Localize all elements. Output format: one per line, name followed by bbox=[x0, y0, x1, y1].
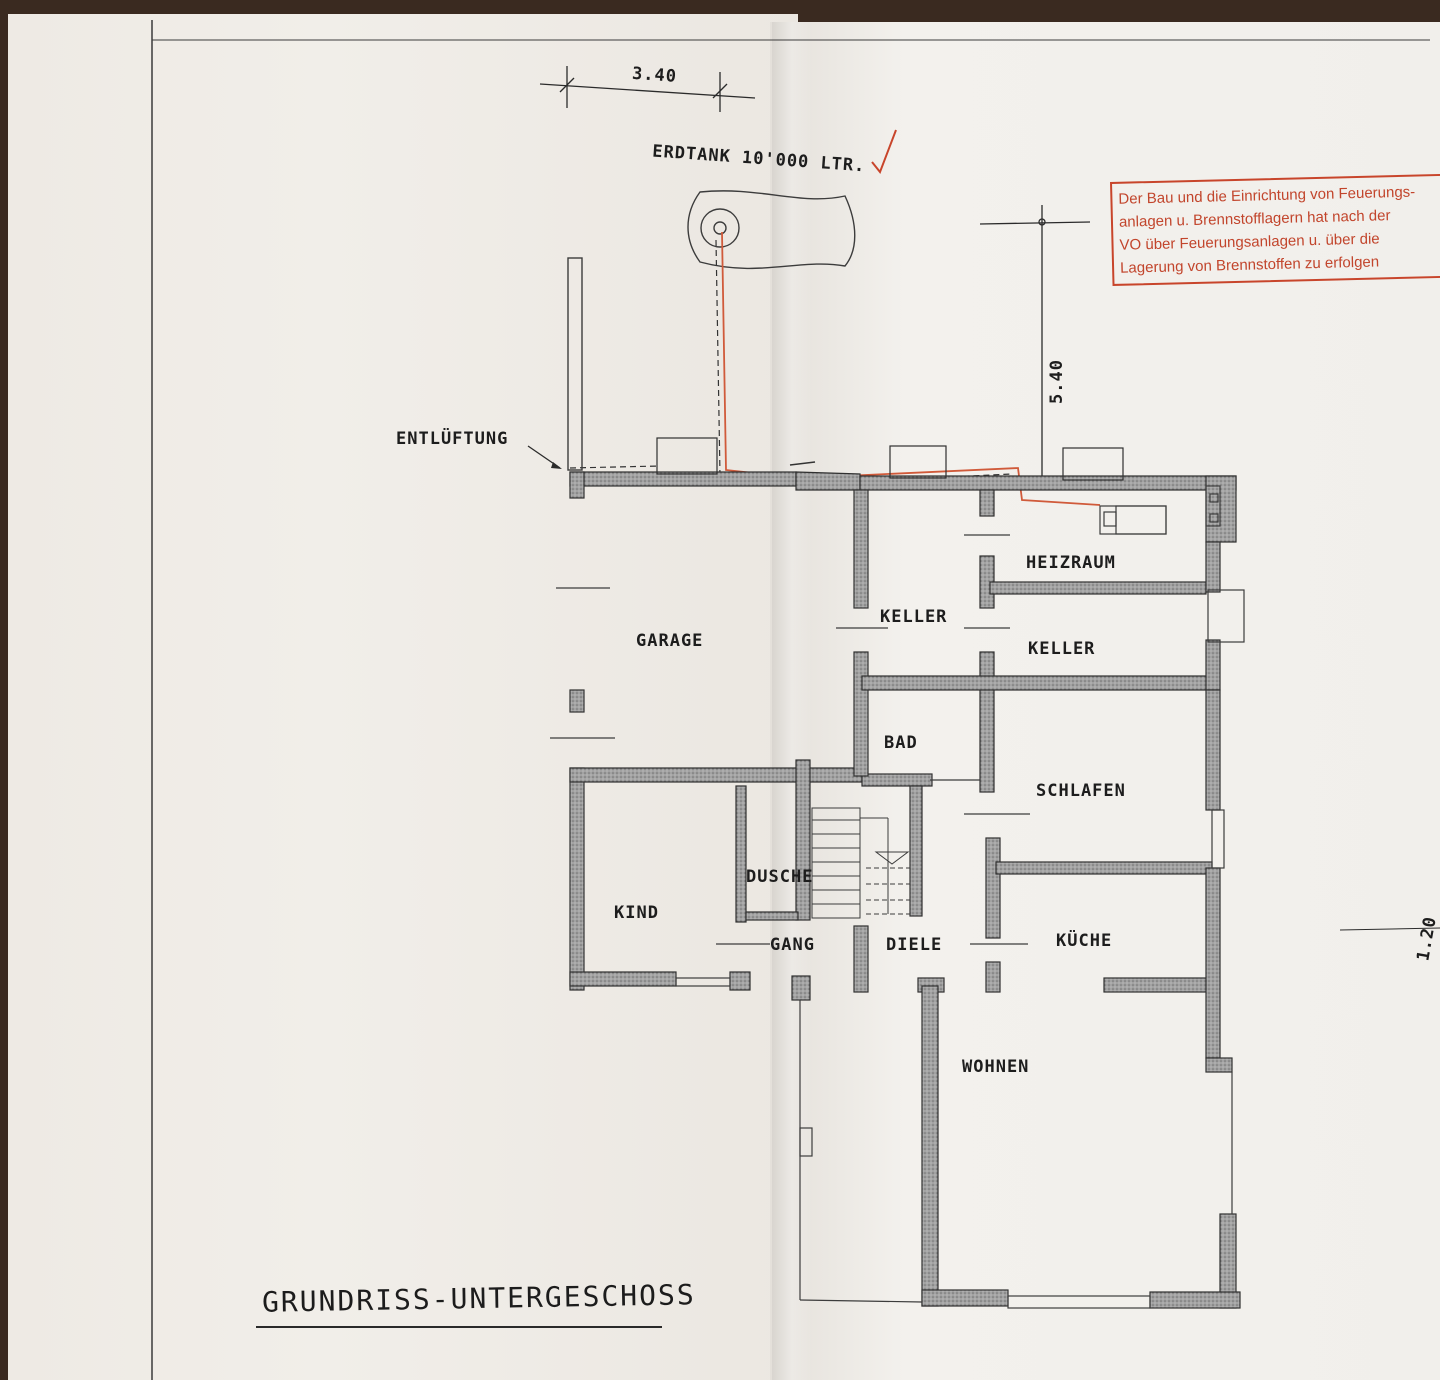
walls bbox=[569, 437, 1241, 1309]
arrow-head-icon bbox=[551, 462, 562, 469]
room-label-bedroom: SCHLAFEN bbox=[1036, 781, 1126, 801]
stairs bbox=[811, 807, 910, 919]
window-openings bbox=[675, 485, 1245, 1309]
room-label-living: WOHNEN bbox=[962, 1057, 1029, 1077]
oil-tank bbox=[687, 190, 856, 270]
paper-sheet-right bbox=[770, 22, 1440, 1380]
room-label-shower: DUSCHE bbox=[746, 867, 813, 887]
room-label-garage: GARAGE bbox=[636, 631, 703, 651]
check-mark-icon bbox=[871, 129, 897, 174]
dimension-right bbox=[979, 205, 1091, 490]
plan-title-underline bbox=[256, 1326, 662, 1328]
fuel-pipe bbox=[569, 231, 1101, 506]
dimension-right-label: 5.40 bbox=[1047, 359, 1067, 404]
door-lines bbox=[550, 534, 1030, 945]
tank-label: ERDTANK 10'000 LTR. bbox=[652, 141, 866, 176]
dimension-edge-line bbox=[1339, 927, 1440, 931]
room-label-cellar-large: KELLER bbox=[1028, 639, 1095, 659]
dimension-edge-label: 1.20 bbox=[1413, 915, 1440, 963]
room-label-cellar-small: KELLER bbox=[880, 607, 947, 627]
dimension-top-label: 3.40 bbox=[631, 64, 677, 87]
dimension-top bbox=[539, 66, 756, 112]
vent-pipe bbox=[567, 257, 583, 471]
room-label-child: KIND bbox=[614, 903, 659, 923]
regulation-stamp: Der Bau und die Einrichtung von Feuerung… bbox=[1110, 173, 1440, 286]
paper-fold bbox=[772, 22, 812, 1380]
room-label-bath: BAD bbox=[884, 733, 918, 753]
boiler-unit bbox=[1103, 493, 1219, 535]
room-label-hall: GANG bbox=[770, 935, 815, 955]
room-label-foyer: DIELE bbox=[886, 935, 942, 955]
room-label-heating: HEIZRAUM bbox=[1026, 553, 1116, 573]
room-label-kitchen: KÜCHE bbox=[1056, 929, 1112, 951]
paper-sheet-left bbox=[8, 14, 798, 1380]
vent-label: ENTLÜFTUNG bbox=[396, 427, 508, 449]
